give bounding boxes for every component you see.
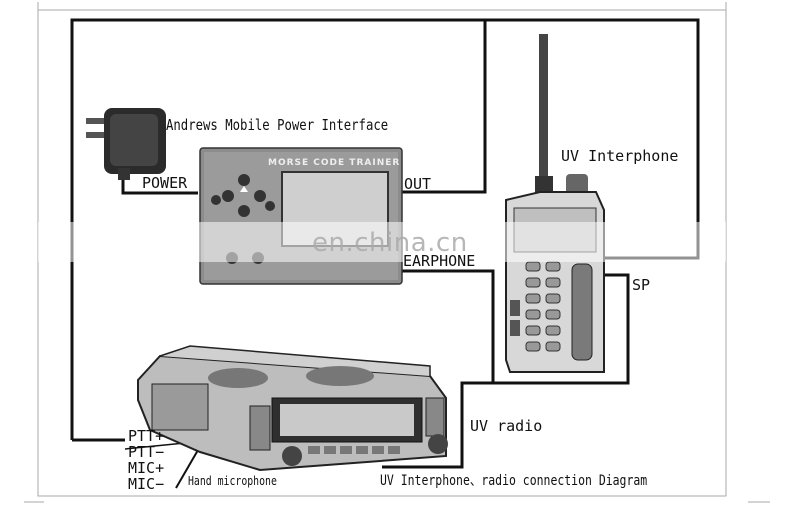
uv-interphone [505, 34, 605, 373]
watermark-text: en.china.cn [312, 228, 468, 258]
power-supply-label: Andrews Mobile Power Interface [166, 116, 389, 134]
wires [70, 18, 700, 469]
morse-trainer [199, 147, 403, 285]
uv-radio-label: UV radio [470, 417, 543, 435]
out-label: OUT [404, 175, 432, 193]
watermark-band [38, 222, 726, 262]
diagram-caption: UV Interphone、radio connection Diagram [380, 473, 648, 489]
ptt-plus-label: PTT+ [128, 427, 165, 445]
power-label: POWER [142, 174, 188, 192]
ptt-minus-label: PTT− [128, 443, 165, 461]
hand-microphone-label: Hand microphone [188, 474, 277, 488]
power-adapter [86, 108, 166, 180]
mic-minus-label: MIC− [128, 475, 165, 493]
uv-interphone-label: UV Interphone [561, 147, 679, 165]
sp-label: SP [632, 276, 651, 294]
earphone-label: EARPHONE [403, 252, 476, 270]
uv-radio [137, 345, 448, 472]
mic-plus-label: MIC+ [128, 459, 165, 477]
trainer-title: MORSE CODE TRAINER [268, 158, 401, 168]
wire-radio-bottom [382, 400, 464, 469]
